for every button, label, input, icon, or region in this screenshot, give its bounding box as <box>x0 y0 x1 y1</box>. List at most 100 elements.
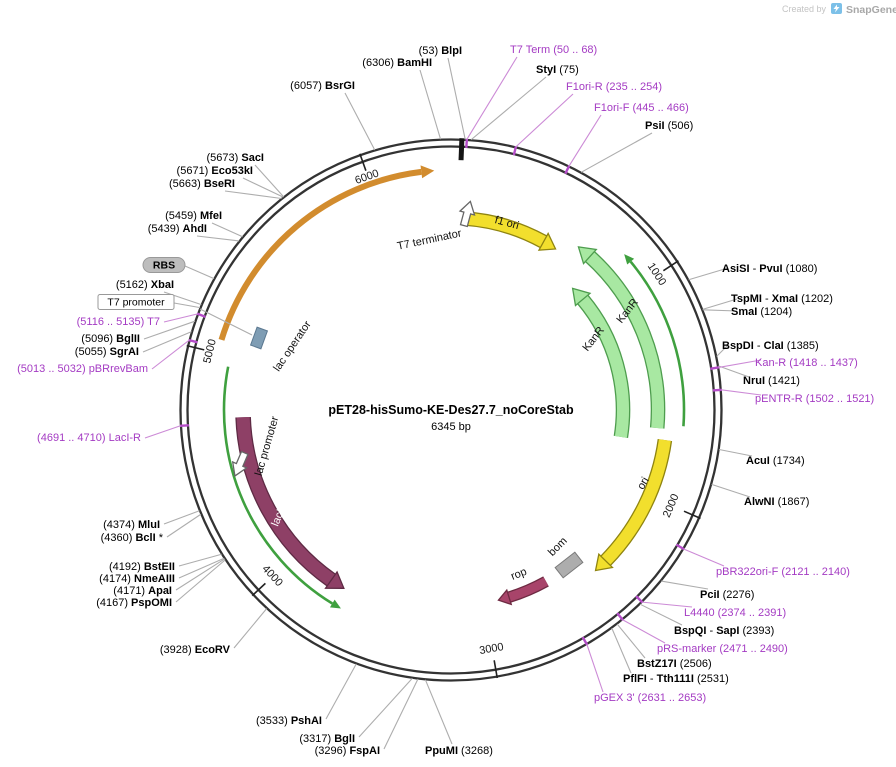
site-label-kan-r: Kan-R (1418 .. 1437) <box>755 357 858 369</box>
lac-promoter-arrow-icon <box>231 450 249 478</box>
plasmid-size: 6345 bp <box>431 421 471 433</box>
site-label-pbrrevbam: (5013 .. 5032) pBRrevBam <box>17 363 148 375</box>
site-label-ecorv: (3928) EcoRV <box>160 644 231 656</box>
leader-ppumi <box>424 679 453 745</box>
leader-saci <box>254 164 285 198</box>
leader-prs-marker <box>622 619 666 644</box>
leader-acui <box>718 448 753 457</box>
leader-smai <box>702 309 738 312</box>
leader-eco53ki <box>242 177 284 198</box>
feature-span-left-body <box>222 366 333 605</box>
tick-5000 <box>186 344 205 351</box>
site-label-f1ori-r: F1ori-R (235 .. 254) <box>566 81 662 93</box>
site-label-bsteii: (4192) BstEII <box>109 561 175 573</box>
feature-insert-cds-arrowhead <box>420 165 435 179</box>
site-label-pshai: (3533) PshAI <box>256 715 322 727</box>
leader-blpi <box>447 57 466 140</box>
feature-label-bom: bom <box>546 535 570 559</box>
leader-pshai <box>325 663 357 720</box>
site-label-eco53ki: (5671) Eco53kI <box>177 165 253 177</box>
site-label-mfei: (5459) MfeI <box>165 210 222 222</box>
leader-bamhi <box>419 69 442 140</box>
feature-label-lac-operator: lac operator <box>271 319 314 374</box>
leader-mfei <box>211 222 243 238</box>
feature-label-laci: lacI <box>269 508 287 528</box>
site-label-ahdi: (5439) AhdI <box>148 223 207 235</box>
primer-site-tick <box>581 636 589 646</box>
leader-rbs <box>184 265 215 280</box>
site-label-alwni: AlwNI (1867) <box>744 496 809 508</box>
primer-site-tick <box>675 543 685 551</box>
site-label-mlui: (4374) MluI <box>103 519 160 531</box>
primer-site-tick <box>465 138 469 149</box>
feature-span-right-arrowhead <box>624 254 635 265</box>
feature-f1-ori-arrowhead <box>537 232 557 251</box>
site-label-bcli: (4360) BclI * <box>101 532 164 544</box>
plasmid-ring-inner <box>186 145 716 675</box>
leader-bgli <box>358 677 413 738</box>
site-label-pcii: PciI (2276) <box>700 589 754 601</box>
leader-asisi-pvui <box>688 267 729 281</box>
t7-terminator-arrow-icon <box>458 200 476 228</box>
feature-ori-arrowhead <box>594 552 614 572</box>
site-label-bspdi-clai: BspDI - ClaI (1385) <box>722 340 819 352</box>
site-label-pentr-r: pENTR-R (1502 .. 1521) <box>755 393 874 405</box>
tick-label-5000: 5000 <box>201 338 218 365</box>
site-label-pgex-3: pGEX 3' (2631 .. 2653) <box>594 692 706 704</box>
leader-fspai <box>383 678 419 750</box>
feature-f1-ori-body <box>463 212 547 248</box>
feature-span-left-arrowhead <box>329 599 341 609</box>
site-label-bseri: (5663) BseRI <box>169 178 235 190</box>
feature-kanr-outer-arrowhead <box>577 246 598 265</box>
site-label-nmeaiii: (4174) NmeAIII <box>99 573 175 585</box>
tick-3000 <box>493 660 499 679</box>
site-label-fspai: (3296) FspAI <box>315 745 380 757</box>
site-label-bstz17i: BstZ17I (2506) <box>637 658 712 670</box>
site-label-l4440: L4440 (2374 .. 2391) <box>684 607 786 619</box>
leader-mlui <box>163 510 200 525</box>
primer-site-tick <box>512 146 518 156</box>
feature-label-lac-promoter: lac promoter <box>253 415 281 477</box>
site-label-bglii: (5096) BglII <box>81 333 140 345</box>
feature-label-rop: rop <box>509 566 528 583</box>
leader-pbr322ori-f <box>683 548 725 567</box>
site-label-blpi: (53) BlpI <box>419 45 462 57</box>
plasmid-title: pET28-hisSumo-KE-Des27.7_noCoreStab <box>328 403 574 417</box>
leader-psii <box>580 132 653 173</box>
t7-promoter-label: T7 promoter <box>107 297 165 309</box>
leader-pcii <box>661 580 709 590</box>
feature-insert-cds-body <box>218 168 422 341</box>
leader-f1ori-f <box>568 114 602 167</box>
site-label-bamhi: (6306) BamHI <box>362 57 432 69</box>
rbs-box <box>142 257 186 273</box>
primer-site-tick <box>188 338 198 344</box>
site-label-acui: AcuI (1734) <box>746 455 805 467</box>
leader-f1ori-r <box>515 93 574 148</box>
leader-bsteii <box>178 553 222 567</box>
feature-span-right-body <box>629 260 686 427</box>
watermark: Created by SnapGene <box>782 3 896 16</box>
leader-t7-term <box>466 56 518 140</box>
primer-site-tick <box>196 312 207 318</box>
site-label-xbai: (5162) XbaI <box>116 279 174 291</box>
site-label-sgrai: (5055) SgrAI <box>75 346 139 358</box>
site-label-styi: StyI (75) <box>536 64 579 76</box>
leader-bstz17i <box>616 623 646 659</box>
leader-bseri <box>224 190 282 200</box>
tick-1000 <box>662 260 679 272</box>
site-label-ppumi: PpuMI (3268) <box>425 745 493 757</box>
feature-laci-body <box>236 417 336 586</box>
leader-bspdi-clai <box>716 344 729 357</box>
leader-styi <box>470 76 547 141</box>
leader-l4440 <box>642 601 693 608</box>
site-label-bgli: (3317) BglI <box>299 733 355 745</box>
primer-site-tick <box>635 595 644 604</box>
watermark-brand: SnapGene <box>846 4 896 16</box>
tick-2000 <box>683 510 701 520</box>
site-label-apai: (4171) ApaI <box>113 585 172 597</box>
leader-bspqi-sapi <box>639 603 683 626</box>
feature-rop-arrowhead <box>497 588 513 606</box>
site-label-psii: PsiI (506) <box>645 120 693 132</box>
rbs-label: RBS <box>153 260 175 272</box>
